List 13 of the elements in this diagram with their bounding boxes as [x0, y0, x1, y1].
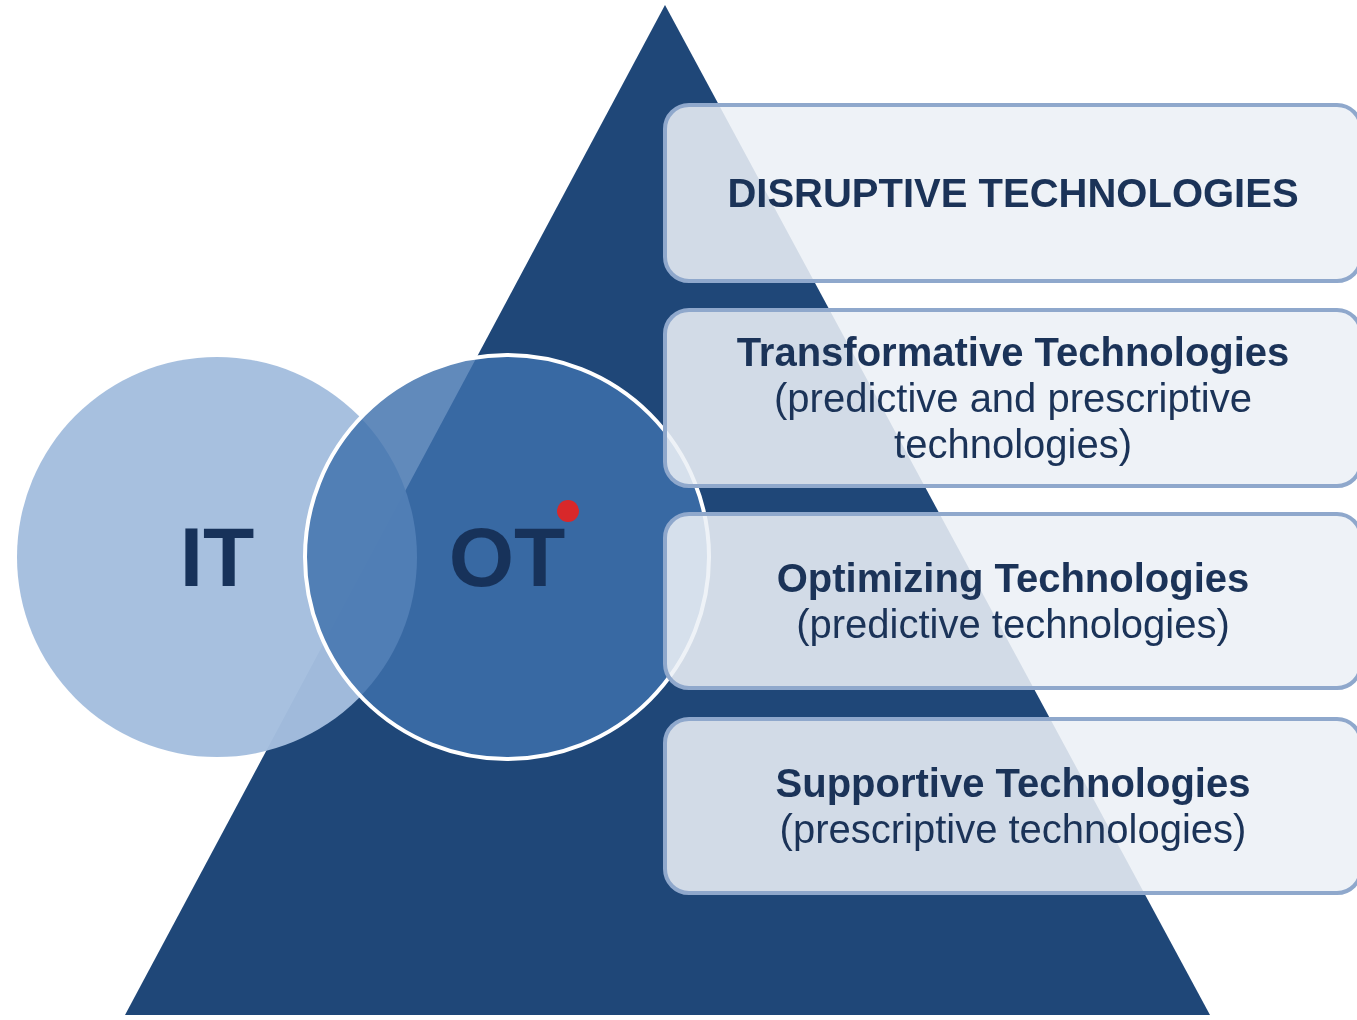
tier-description: (prescriptive technologies)	[779, 806, 1247, 852]
tier-title: Supportive Technologies	[775, 760, 1251, 806]
tier-box	[663, 308, 1357, 488]
tier-description: (predictive and prescriptive technologies)	[773, 375, 1253, 467]
circle-label: IT	[179, 508, 255, 606]
tier-description: (predictive technologies)	[796, 601, 1230, 647]
tier-box	[663, 717, 1357, 895]
tier-box	[663, 512, 1357, 690]
circle-label: OT	[448, 508, 566, 606]
tier-box	[663, 103, 1357, 283]
tier-title: Transformative Technologies	[736, 329, 1290, 375]
tier-title: DISRUPTIVE TECHNOLOGIES	[727, 170, 1299, 216]
tier-title: Optimizing Technologies	[776, 555, 1250, 601]
